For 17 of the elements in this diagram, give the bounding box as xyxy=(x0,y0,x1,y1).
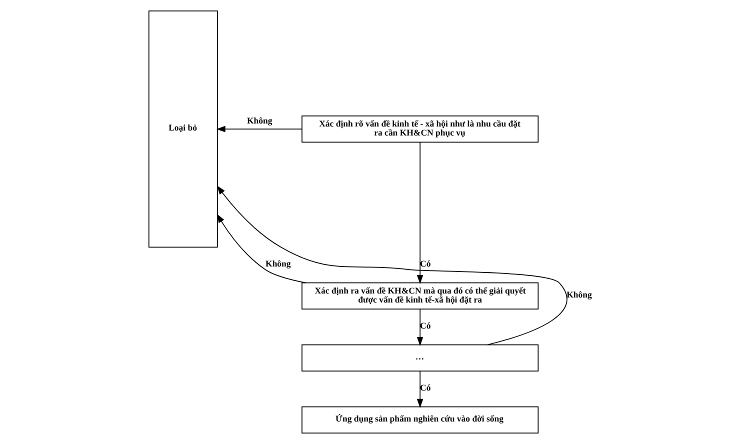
edge-label: Không xyxy=(265,258,290,269)
node-box: … xyxy=(301,344,538,372)
edge-label: Có xyxy=(420,320,430,330)
node-box: Xác định rõ vấn đề kinh tế - xã hội như là nhu cầu đặt ra cần KH&CN phục vụ xyxy=(301,116,538,143)
arrow xyxy=(216,126,302,132)
edge-label: Có xyxy=(420,382,430,392)
node-box: Xác định ra vấn đề KH&CN mà qua đó có thể giải quyết được vấn đề kinh tế-xã hội đặt ra xyxy=(301,282,538,310)
node-box: Ứng dụng sản phẩm nghiên cứu vào đời sống xyxy=(301,406,538,434)
arrow xyxy=(416,308,423,346)
arrow xyxy=(216,185,567,346)
arrow xyxy=(416,370,423,408)
edge-label: Không xyxy=(246,116,272,126)
edge-label: Có xyxy=(420,258,430,269)
edge-label: Không xyxy=(566,290,592,300)
node-box: Loại bỏ xyxy=(148,10,218,248)
arrow xyxy=(416,142,423,284)
arrow xyxy=(216,214,306,284)
